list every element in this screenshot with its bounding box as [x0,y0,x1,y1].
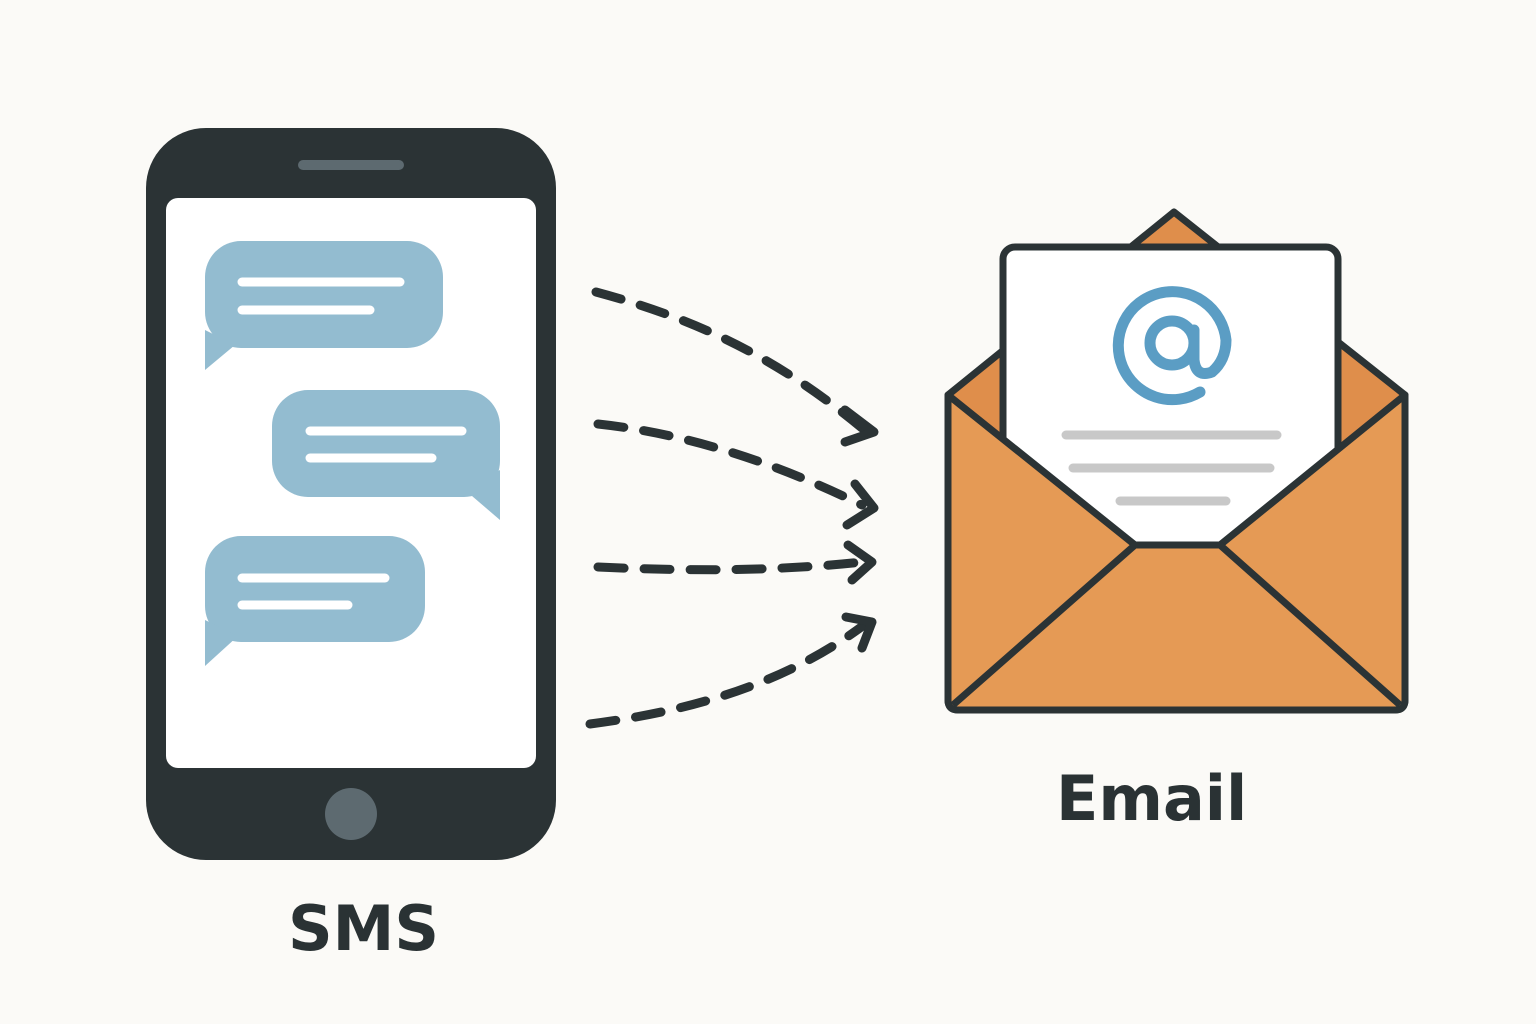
message-bubble [205,241,443,370]
at-sign-icon [1112,286,1232,406]
message-bubble [272,390,500,520]
dashed-arrows [585,287,879,729]
sms-label: SMS [288,892,440,965]
email-label: Email [1056,762,1248,835]
message-bubble [205,536,425,666]
